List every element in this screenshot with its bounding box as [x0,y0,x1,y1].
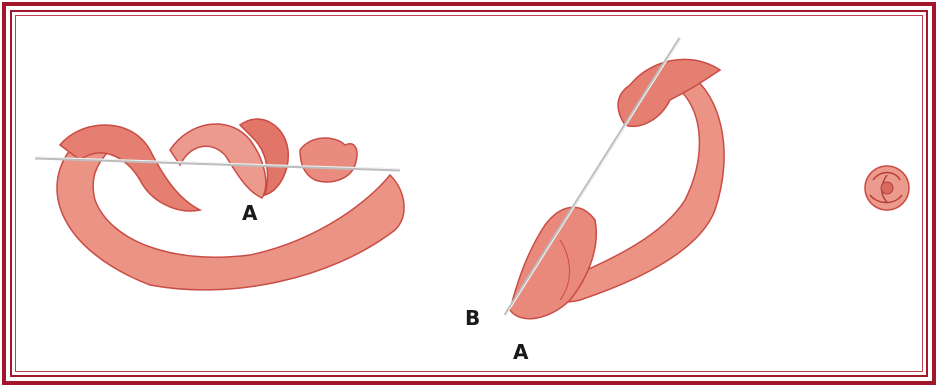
label-a-step1: A [242,203,257,223]
label-b-step2: B [465,308,480,328]
label-a-step2: A [513,342,528,362]
step1-ribbon-end [300,138,357,182]
step2-ribbon-wrap [510,207,596,318]
step3-finished-rose [865,166,909,210]
step2-ribbon-twist [505,38,724,319]
step1-ribbon-coil [35,119,404,290]
